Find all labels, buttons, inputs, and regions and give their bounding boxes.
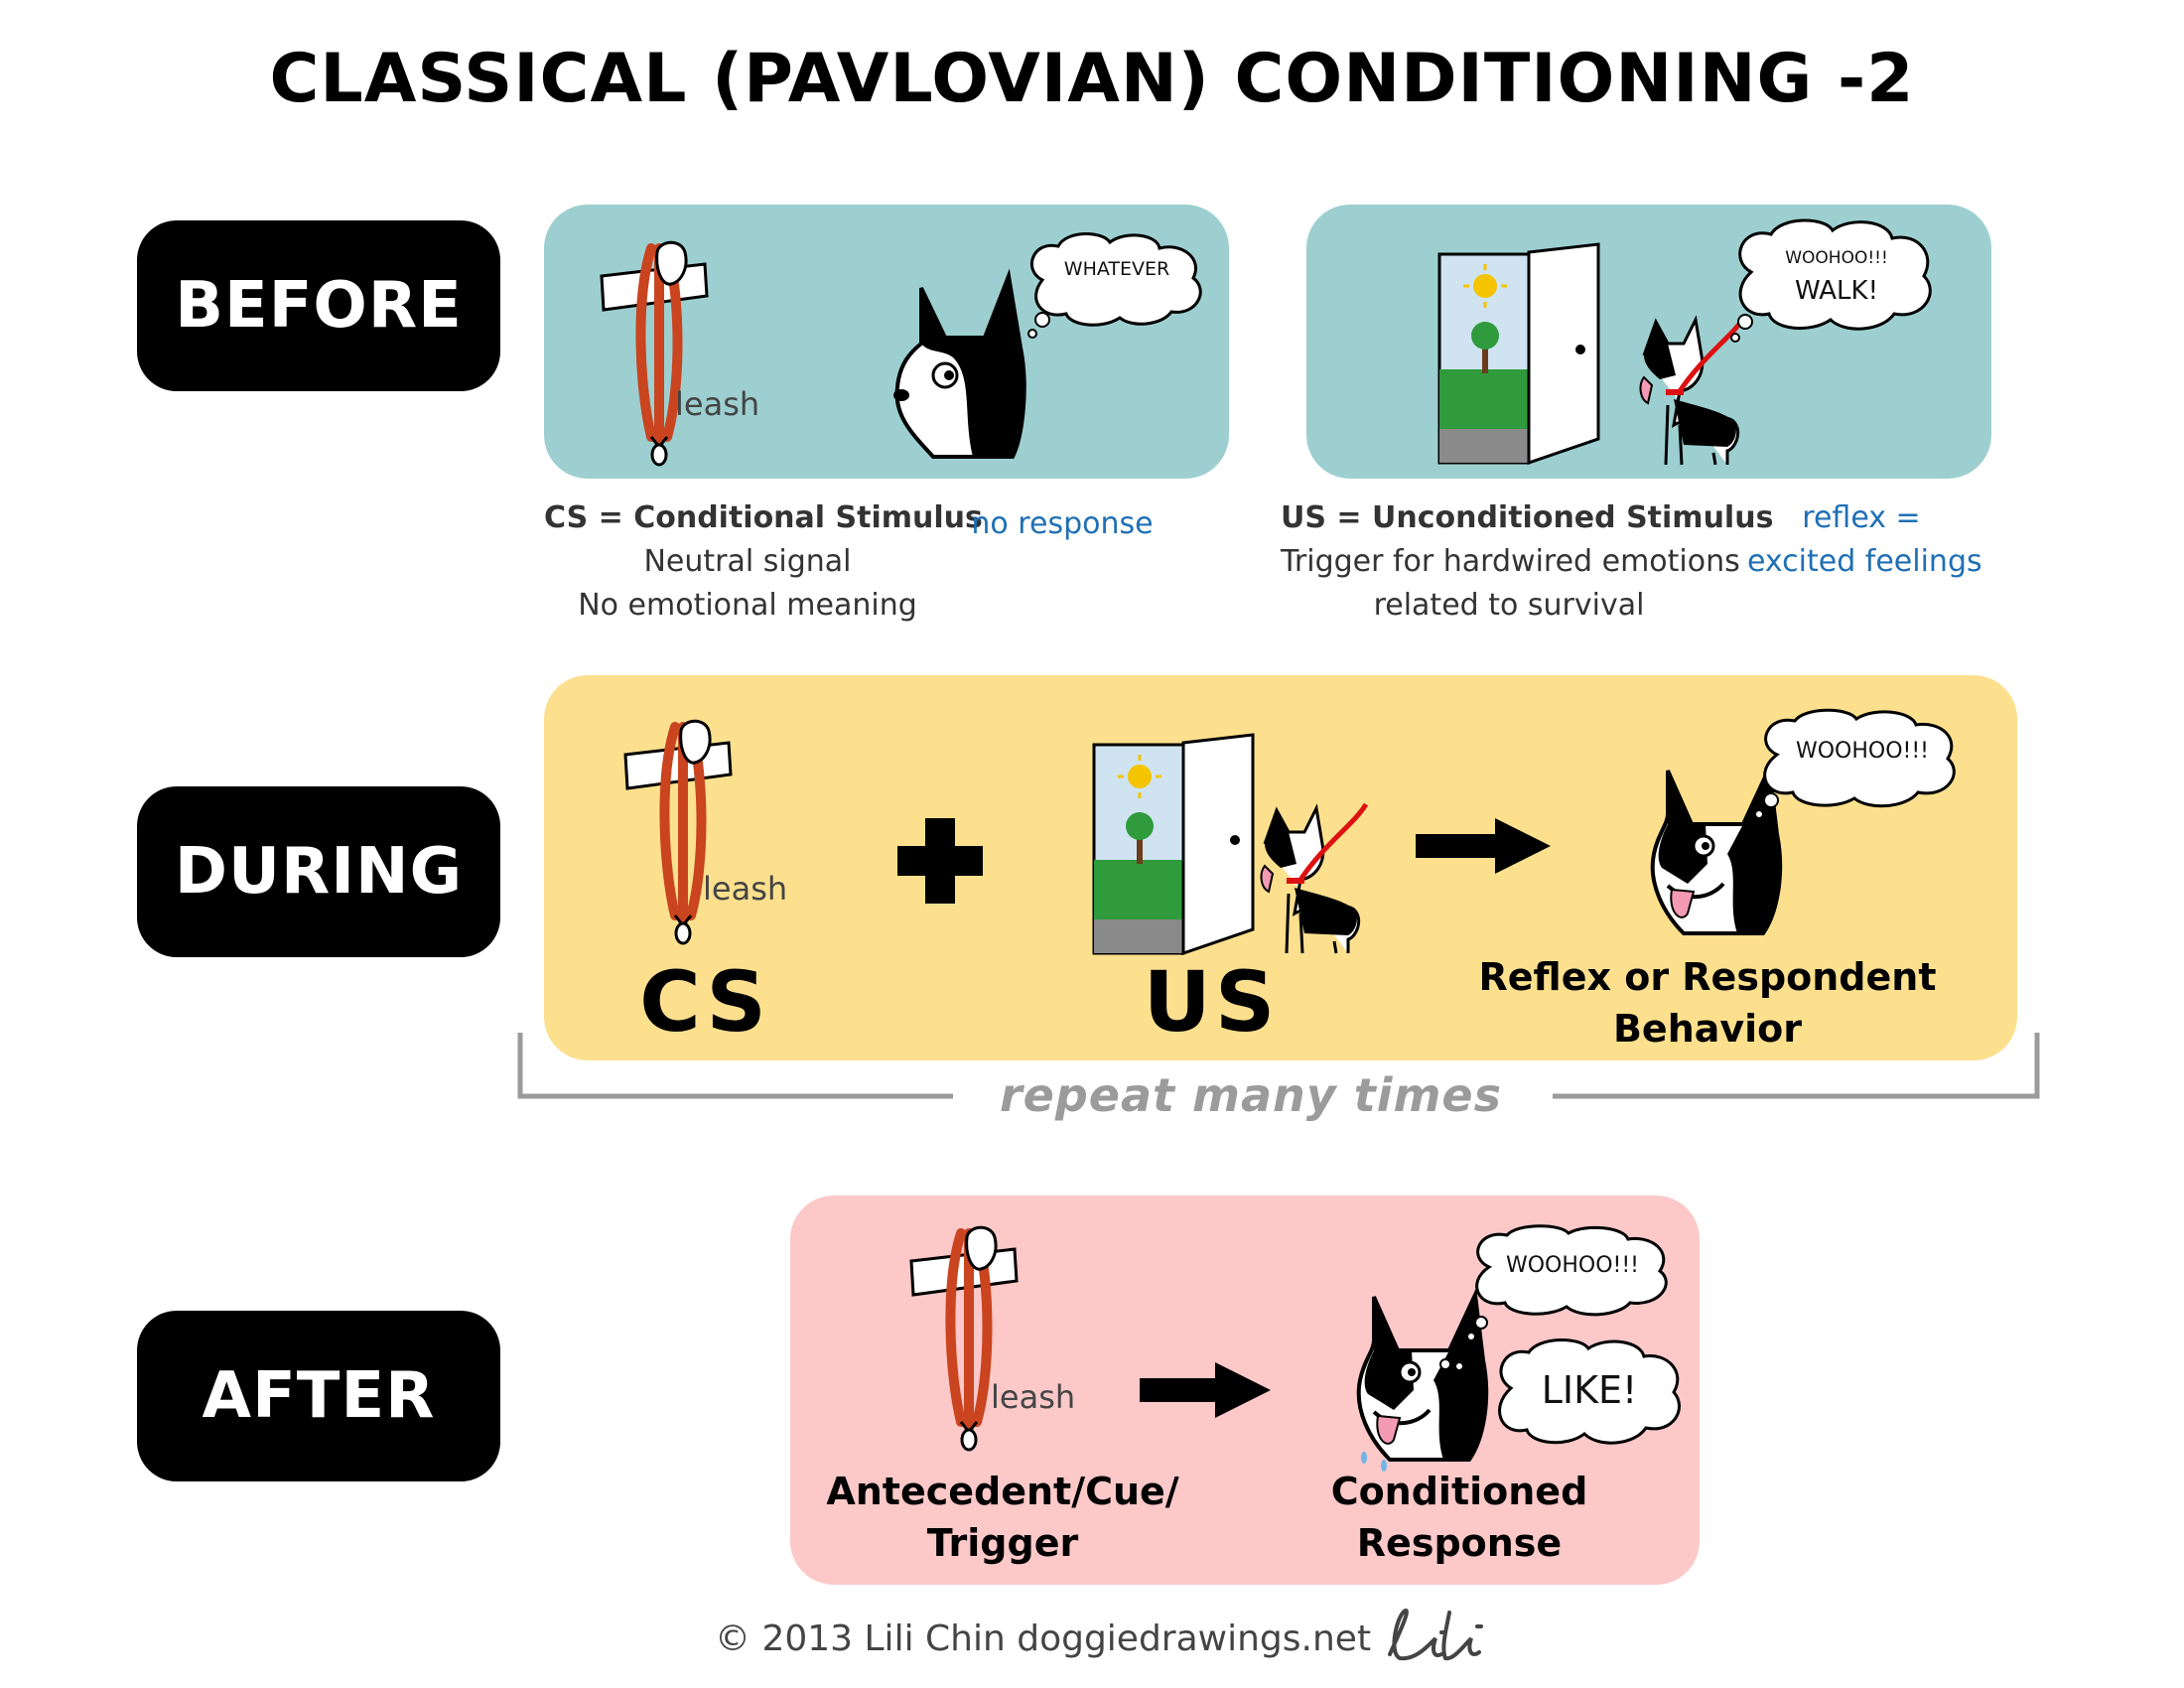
cs-label: CS bbox=[639, 953, 770, 1051]
bubble-text: WHATEVER bbox=[1063, 258, 1170, 280]
bubble-text-woohoo: WOOHOO!!! bbox=[1505, 1253, 1640, 1278]
us-caption-line: related to survival bbox=[1373, 588, 1645, 623]
us-label: US bbox=[1143, 953, 1280, 1051]
thought-bubble-icon bbox=[1475, 1224, 1668, 1317]
reflex-label-line: Behavior bbox=[1612, 1007, 1803, 1051]
antecedent-label-line: Trigger bbox=[926, 1521, 1079, 1565]
bubble-text-walk: WALK! bbox=[1794, 276, 1879, 306]
repeat-label: repeat many times bbox=[999, 1068, 1503, 1122]
signature-icon bbox=[1388, 1608, 1483, 1661]
us-response-line: reflex = bbox=[1802, 500, 1921, 535]
us-caption: US = Unconditioned Stimulus Trigger for … bbox=[1281, 496, 1773, 628]
thought-bubble-icon bbox=[1754, 708, 1956, 819]
cs-response: no response bbox=[971, 506, 1154, 541]
door-icon bbox=[1092, 733, 1255, 956]
bubble-text-like: LIKE! bbox=[1541, 1368, 1638, 1412]
leash-icon bbox=[623, 719, 733, 945]
leash-label: leash bbox=[675, 385, 760, 423]
arrow-icon bbox=[1416, 818, 1551, 874]
repeat-bracket bbox=[517, 1033, 2040, 1099]
cs-caption: CS = Conditional Stimulus Neutral signal… bbox=[544, 496, 983, 628]
leash-icon bbox=[909, 1225, 1019, 1452]
copyright-credit: © 2013 Lili Chin doggiedrawings.net bbox=[715, 1618, 1372, 1659]
thought-bubble-icon bbox=[1498, 1337, 1681, 1445]
bubble-text-woohoo: WOOHOO!!! bbox=[1785, 248, 1888, 268]
arrow-icon bbox=[1140, 1362, 1271, 1418]
door-icon bbox=[1437, 242, 1600, 466]
cs-caption-line: Neutral signal bbox=[643, 544, 852, 579]
leash-icon bbox=[600, 240, 709, 467]
us-response: reflex = excited feelings bbox=[1747, 496, 1982, 584]
thought-bubble-icon bbox=[1027, 231, 1202, 339]
reflex-label-line: Reflex or Respondent bbox=[1478, 955, 1937, 999]
dog-head-icon bbox=[893, 268, 1026, 459]
stage-label-during: DURING bbox=[137, 786, 500, 957]
conditioned-response-line: Conditioned bbox=[1330, 1470, 1588, 1513]
happy-dog-head-icon bbox=[1650, 761, 1783, 935]
walking-dog-icon bbox=[1260, 802, 1369, 954]
conditioned-response-label: Conditioned Response bbox=[1261, 1466, 1658, 1569]
page-title: CLASSICAL (PAVLOVIAN) CONDITIONING -2 bbox=[269, 40, 1915, 118]
us-caption-title: US = Unconditioned Stimulus bbox=[1281, 500, 1774, 535]
us-response-line: excited feelings bbox=[1747, 544, 1982, 579]
thought-dots-icon bbox=[1439, 1316, 1488, 1371]
cs-caption-title: CS = Conditional Stimulus bbox=[544, 500, 983, 535]
antecedent-label-line: Antecedent/Cue/ bbox=[826, 1470, 1179, 1513]
antecedent-label: Antecedent/Cue/ Trigger bbox=[794, 1466, 1211, 1569]
stage-label-before: BEFORE bbox=[137, 220, 500, 391]
stage-label-after: AFTER bbox=[137, 1311, 500, 1481]
conditioned-response-line: Response bbox=[1356, 1521, 1563, 1565]
leash-label: leash bbox=[703, 870, 788, 908]
cs-caption-line: No emotional meaning bbox=[578, 588, 917, 623]
bubble-text: WOOHOO!!! bbox=[1795, 739, 1930, 764]
reflex-label: Reflex or Respondent Behavior bbox=[1449, 951, 1966, 1055]
us-caption-line: Trigger for hardwired emotions bbox=[1281, 544, 1740, 579]
leash-label: leash bbox=[991, 1378, 1076, 1416]
plus-icon bbox=[897, 818, 983, 904]
thought-bubble-icon bbox=[1730, 218, 1932, 343]
